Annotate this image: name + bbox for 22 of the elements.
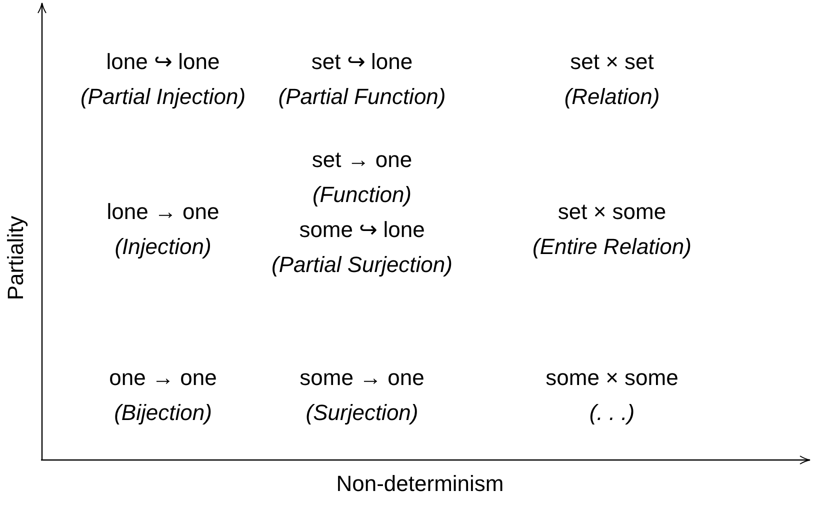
relation-name: (Injection): [114, 233, 212, 261]
relation-name: (Partial Injection): [80, 83, 246, 111]
relation-expression: some ↪ lone: [299, 216, 425, 244]
relation-expression: some → one: [300, 364, 424, 392]
relation-name: (Relation): [564, 83, 660, 111]
relation-name: (Surjection): [306, 399, 418, 427]
relation-name: (Partial Function): [278, 83, 446, 111]
relation-expression: lone ↪ lone: [106, 48, 220, 76]
relation-expression: lone → one: [106, 198, 220, 226]
relation-expression: some × some: [546, 364, 678, 392]
relation-name: (Bijection): [114, 399, 212, 427]
relation-expression: set ↪ lone: [311, 48, 413, 76]
relation-expression: set → one: [312, 146, 412, 174]
axis-title: Partiality: [2, 216, 29, 300]
relation-name: (. . .): [589, 399, 635, 427]
relation-name: (Partial Surjection): [272, 251, 452, 279]
relation-name: (Entire Relation): [532, 233, 692, 261]
relation-expression: set × some: [558, 198, 666, 226]
relation-name: (Function): [312, 181, 412, 209]
relation-expression: set × set: [570, 48, 654, 76]
relation-expression: one → one: [109, 364, 217, 392]
axis-title: Non-determinism: [336, 470, 504, 498]
